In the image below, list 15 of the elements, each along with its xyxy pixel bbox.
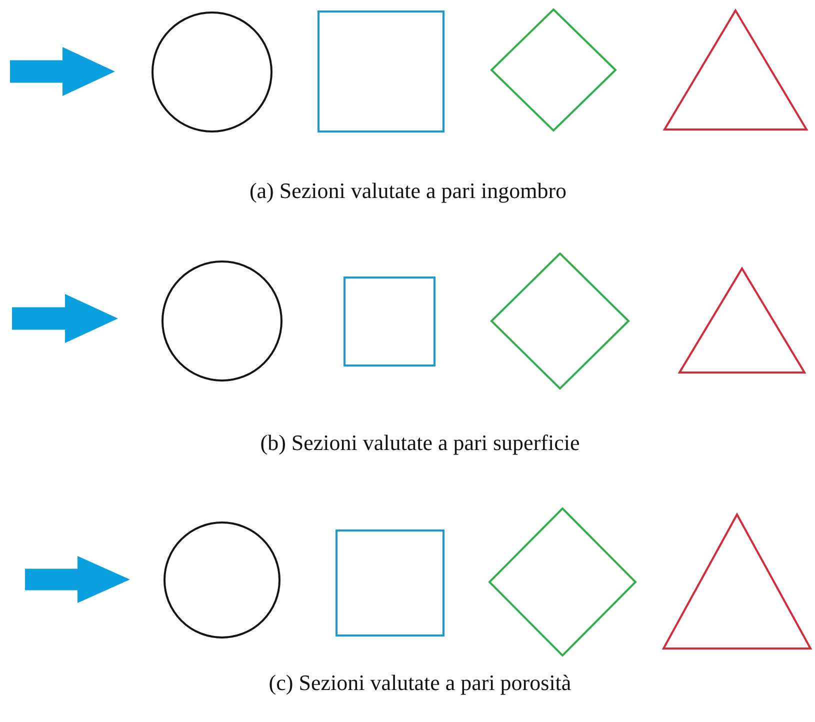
triangle-outline (663, 9, 808, 131)
diamond-outline (488, 507, 637, 657)
square-outline (317, 10, 445, 133)
figure-caption: (b) Sezioni valutate a pari superficie (260, 430, 580, 456)
diamond-outline (490, 252, 630, 390)
triangle-outline (662, 513, 812, 650)
circle-outline (151, 11, 273, 133)
circle-outline (161, 260, 283, 382)
square-outline (335, 529, 445, 637)
figure-caption: (c) Sezioni valutate a pari porosità (268, 670, 572, 696)
triangle-outline (678, 267, 806, 374)
square-outline (343, 276, 436, 367)
diamond-outline (490, 8, 617, 132)
figure-caption: (a) Sezioni valutate a pari ingombro (249, 178, 567, 204)
circle-outline (163, 521, 281, 639)
